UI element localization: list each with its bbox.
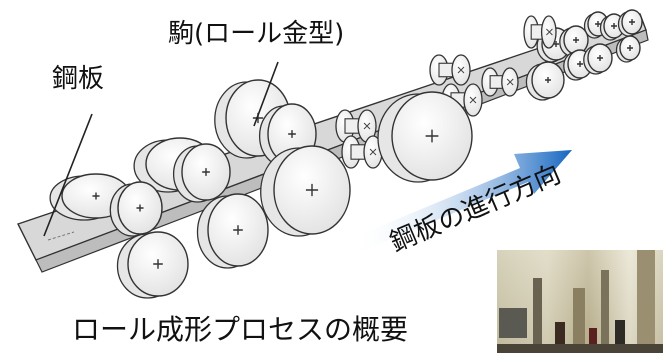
direction-arrow — [352, 150, 572, 252]
flanged-roll-die — [429, 54, 471, 86]
flanged-roll-die — [341, 135, 383, 169]
roll-die — [116, 231, 189, 299]
roll-die — [583, 43, 613, 75]
roll-dies-group — [49, 9, 643, 299]
steel-sheet-label: 鋼板 — [52, 64, 105, 94]
roll-die — [172, 143, 231, 203]
roll-die — [377, 91, 473, 183]
factory-photo — [497, 250, 663, 353]
roll-die — [617, 9, 643, 37]
roll-die — [196, 193, 269, 269]
roll-die — [260, 145, 351, 237]
flanged-roll-die — [523, 15, 557, 49]
roll-die — [525, 61, 565, 101]
steel-sheet-centerline — [47, 231, 75, 241]
roll-die — [559, 25, 589, 57]
flanged-roll-die — [481, 67, 519, 97]
roll-die — [109, 181, 163, 237]
roll-die-label: 駒(ロール金型) — [168, 19, 345, 49]
diagram-title: ロール成形プロセスの概要 — [72, 313, 409, 346]
roll-die-leader-line — [253, 61, 279, 127]
steel-sheet-leader-line — [43, 113, 93, 237]
roll-die — [615, 35, 641, 63]
